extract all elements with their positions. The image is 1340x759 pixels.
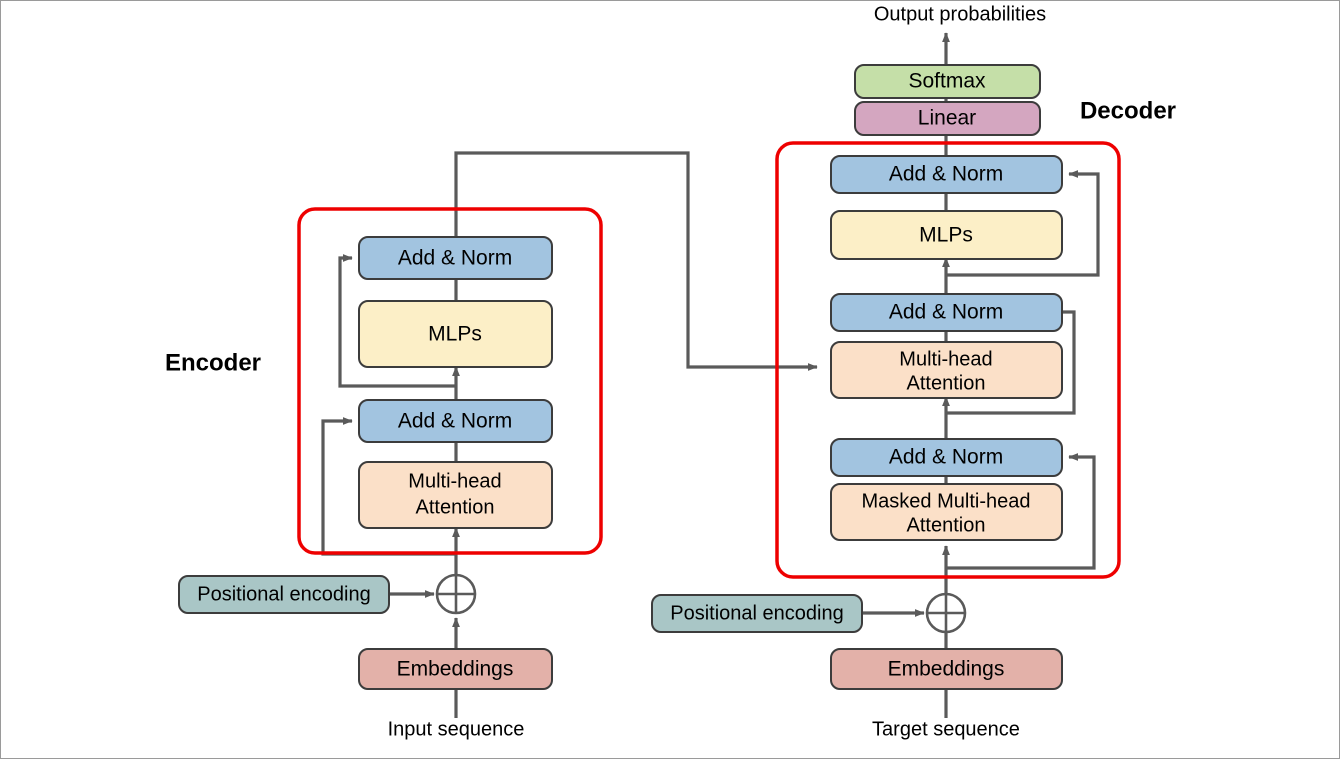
decoder-add-norm-bottom-rect[interactable]	[830, 438, 1063, 477]
decoder-cross-attention-rect[interactable]	[830, 341, 1063, 399]
encoder-mlps-rect[interactable]	[358, 300, 553, 368]
encoder-group-label: Encoder	[165, 349, 261, 376]
encoder-add-norm-top-rect[interactable]	[358, 236, 553, 280]
target-positional-encoding-rect[interactable]	[651, 594, 863, 633]
decoder-masked-attention-label-line2: Attention	[907, 514, 986, 536]
encoder-add-norm-top-label: Add & Norm	[398, 247, 512, 270]
input-positional-encoding-rect[interactable]	[178, 575, 390, 614]
decoder-cross-attention-label-line2: Attention	[907, 372, 986, 394]
decoder-mlps-label: MLPs	[919, 224, 973, 247]
target-positional-encoding[interactable]: Positional encoding	[651, 594, 863, 633]
decoder-mlps-rect[interactable]	[830, 210, 1063, 260]
input-positional-encoding-label: Positional encoding	[197, 583, 370, 605]
decoder-cross-attention-label-line1: Multi-head	[899, 348, 992, 370]
decoder-softmax-label: Softmax	[908, 70, 986, 93]
flow-decoder-residual-masked-attention	[946, 453, 1096, 570]
decoder-add-norm-mid-rect[interactable]	[830, 293, 1063, 332]
target-embeddings[interactable]: Embeddings	[830, 648, 1063, 690]
decoder-add-norm-top[interactable]: Add & Norm	[830, 155, 1063, 194]
decoder-add-norm-bottom[interactable]: Add & Norm	[830, 438, 1063, 477]
flow-decoder-residual-mlps	[946, 170, 1100, 277]
output-probabilities-label: Output probabilities	[874, 3, 1046, 25]
encoder-mlps-label: MLPs	[428, 323, 482, 346]
decoder-masked-attention-label-line1: Masked Multi-head	[862, 490, 1031, 512]
decoder-linear[interactable]: Linear	[854, 101, 1041, 136]
encoder-multi-head-attention-rect[interactable]	[358, 461, 553, 529]
input-positional-encoding[interactable]: Positional encoding	[178, 575, 390, 614]
decoder-group-label: Decoder	[1080, 97, 1176, 124]
decoder-softmax-rect[interactable]	[854, 64, 1041, 99]
input-embeddings-rect[interactable]	[358, 648, 553, 690]
target-sequence-label: Target sequence	[872, 718, 1020, 740]
decoder-add-norm-mid-label: Add & Norm	[889, 301, 1003, 324]
encoder-add-norm-bottom[interactable]: Add & Norm	[358, 399, 553, 443]
encoder-multi-head-attention-label-line1: Multi-head	[408, 470, 501, 492]
encoder-multi-head-attention-label-line2: Attention	[416, 496, 495, 518]
decoder-cross-attention[interactable]: Multi-head Attention	[830, 341, 1063, 399]
input-embeddings-label: Embeddings	[397, 658, 514, 681]
target-positional-encoding-label: Positional encoding	[670, 602, 843, 624]
decoder-masked-attention-rect[interactable]	[830, 483, 1063, 541]
input-sequence-label: Input sequence	[388, 718, 525, 740]
decoder-mlps[interactable]: MLPs	[830, 210, 1063, 260]
target-embeddings-label: Embeddings	[888, 658, 1005, 681]
decoder-softmax[interactable]: Softmax	[854, 64, 1041, 99]
encoder-multi-head-attention[interactable]: Multi-head Attention	[358, 461, 553, 529]
decoder-add-norm-mid[interactable]: Add & Norm	[830, 293, 1063, 332]
target-add-node	[925, 592, 967, 634]
encoder-mlps[interactable]: MLPs	[358, 300, 553, 368]
decoder-masked-attention[interactable]: Masked Multi-head Attention	[830, 483, 1063, 541]
flow-encoder-output-to-decoder-cross-attention	[454, 151, 818, 371]
encoder-add-norm-bottom-label: Add & Norm	[398, 410, 512, 433]
input-embeddings[interactable]: Embeddings	[358, 648, 553, 690]
encoder-add-norm-top[interactable]: Add & Norm	[358, 236, 553, 280]
encoder-group-box	[297, 207, 603, 555]
decoder-linear-label: Linear	[918, 107, 976, 130]
decoder-linear-rect[interactable]	[854, 101, 1041, 136]
decoder-group-box	[775, 141, 1121, 579]
decoder-add-norm-top-rect[interactable]	[830, 155, 1063, 194]
target-embeddings-rect[interactable]	[830, 648, 1063, 690]
encoder-add-norm-bottom-rect[interactable]	[358, 399, 553, 443]
input-add-node	[435, 573, 477, 615]
decoder-add-norm-bottom-label: Add & Norm	[889, 446, 1003, 469]
flow-encoder-residual-mlps	[338, 254, 456, 388]
decoder-add-norm-top-label: Add & Norm	[889, 163, 1003, 186]
flow-decoder-residual-cross-attention	[946, 310, 1076, 415]
